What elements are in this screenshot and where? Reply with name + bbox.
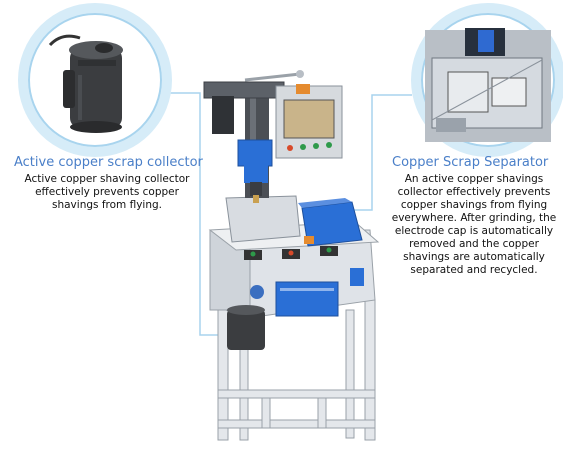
blue-drawer [275, 281, 339, 317]
grinding-machine-image [203, 70, 380, 441]
right-callout-title: Copper Scrap Separator [392, 155, 549, 170]
machine-stand [217, 299, 376, 441]
copper-scrap-collector-image [48, 34, 123, 133]
machine-scrap-collector [227, 310, 265, 350]
left-callout-title: Active copper scrap collector [14, 155, 203, 170]
hmi-control-panel [275, 84, 343, 159]
blue-scrap-tray [301, 201, 363, 247]
right-connector-line [345, 94, 412, 211]
left-connector-line [168, 92, 228, 336]
left-callout-description: Active copper shaving collector effectiv… [24, 173, 190, 211]
right-detail-circle [411, 3, 563, 157]
hmi-screen [283, 99, 335, 139]
copper-scrap-separator-image [425, 28, 551, 142]
connector-lines [168, 92, 412, 336]
deck-control-buttons [244, 246, 338, 260]
left-detail-circle [18, 3, 172, 157]
right-callout-description: An active copper shavings collector effe… [391, 173, 557, 276]
